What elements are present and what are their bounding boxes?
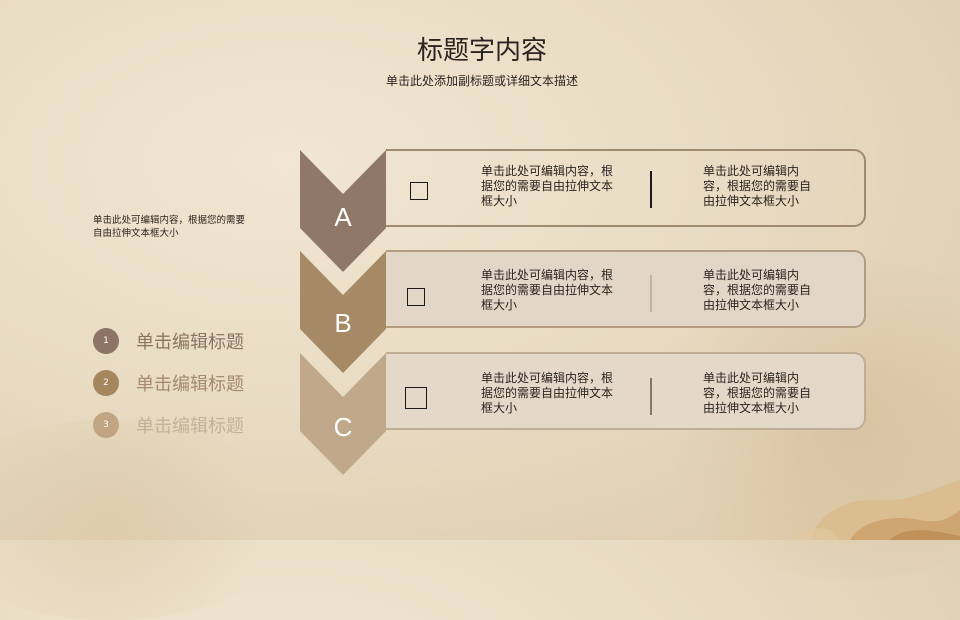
row-a-left-text[interactable]: 单击此处可编辑内容，根据您的需要自由拉伸文本框大小 bbox=[481, 164, 614, 208]
legend-label: 单击编辑标题 bbox=[136, 374, 244, 395]
checkbox-icon[interactable] bbox=[410, 182, 428, 200]
chevron-c-letter: C bbox=[333, 412, 353, 442]
row-b-divider bbox=[650, 275, 652, 312]
row-c-left-text[interactable]: 单击此处可编辑内容，根据您的需要自由拉伸文本框大小 bbox=[481, 371, 614, 415]
chevron-b-shape bbox=[300, 251, 386, 373]
legend-item-3[interactable]: 3 单击编辑标题 bbox=[93, 412, 244, 438]
side-description-text[interactable]: 单击此处可编辑内容，根据您的需要自由拉伸文本框大小 bbox=[93, 215, 246, 239]
row-c-divider bbox=[650, 378, 652, 415]
page-title: 标题字内容 bbox=[416, 36, 547, 66]
checkbox-icon[interactable] bbox=[407, 288, 425, 306]
legend-item-1[interactable]: 1 单击编辑标题 bbox=[93, 328, 244, 354]
row-b-right-text[interactable]: 单击此处可编辑内容，根据您的需要自由拉伸文本框大小 bbox=[703, 268, 812, 312]
chevron-a-shape bbox=[300, 150, 386, 272]
legend-number-badge: 3 bbox=[93, 412, 119, 438]
row-a-right-text[interactable]: 单击此处可编辑内容，根据您的需要自由拉伸文本框大小 bbox=[703, 164, 812, 208]
chevron-c-shape bbox=[300, 353, 386, 475]
legend-number-badge: 2 bbox=[93, 370, 119, 396]
checkbox-icon[interactable] bbox=[405, 387, 427, 409]
content-card-a[interactable] bbox=[386, 149, 866, 227]
chevron-b-letter: B bbox=[334, 308, 352, 338]
legend-number-badge: 1 bbox=[93, 328, 119, 354]
row-a-divider bbox=[650, 171, 652, 208]
legend-item-2[interactable]: 2 单击编辑标题 bbox=[93, 370, 244, 396]
row-b-left-text[interactable]: 单击此处可编辑内容，根据您的需要自由拉伸文本框大小 bbox=[481, 268, 614, 312]
row-c-right-text[interactable]: 单击此处可编辑内容，根据您的需要自由拉伸文本框大小 bbox=[703, 371, 812, 415]
chevron-a-letter: A bbox=[334, 202, 352, 232]
content-card-b[interactable] bbox=[386, 250, 866, 328]
decorative-leaves-image bbox=[790, 480, 960, 540]
legend-label: 单击编辑标题 bbox=[136, 416, 244, 437]
legend-label: 单击编辑标题 bbox=[136, 332, 244, 353]
page-subtitle: 单击此处添加副标题或详细文本描述 bbox=[385, 74, 578, 88]
content-card-c[interactable] bbox=[386, 352, 866, 430]
